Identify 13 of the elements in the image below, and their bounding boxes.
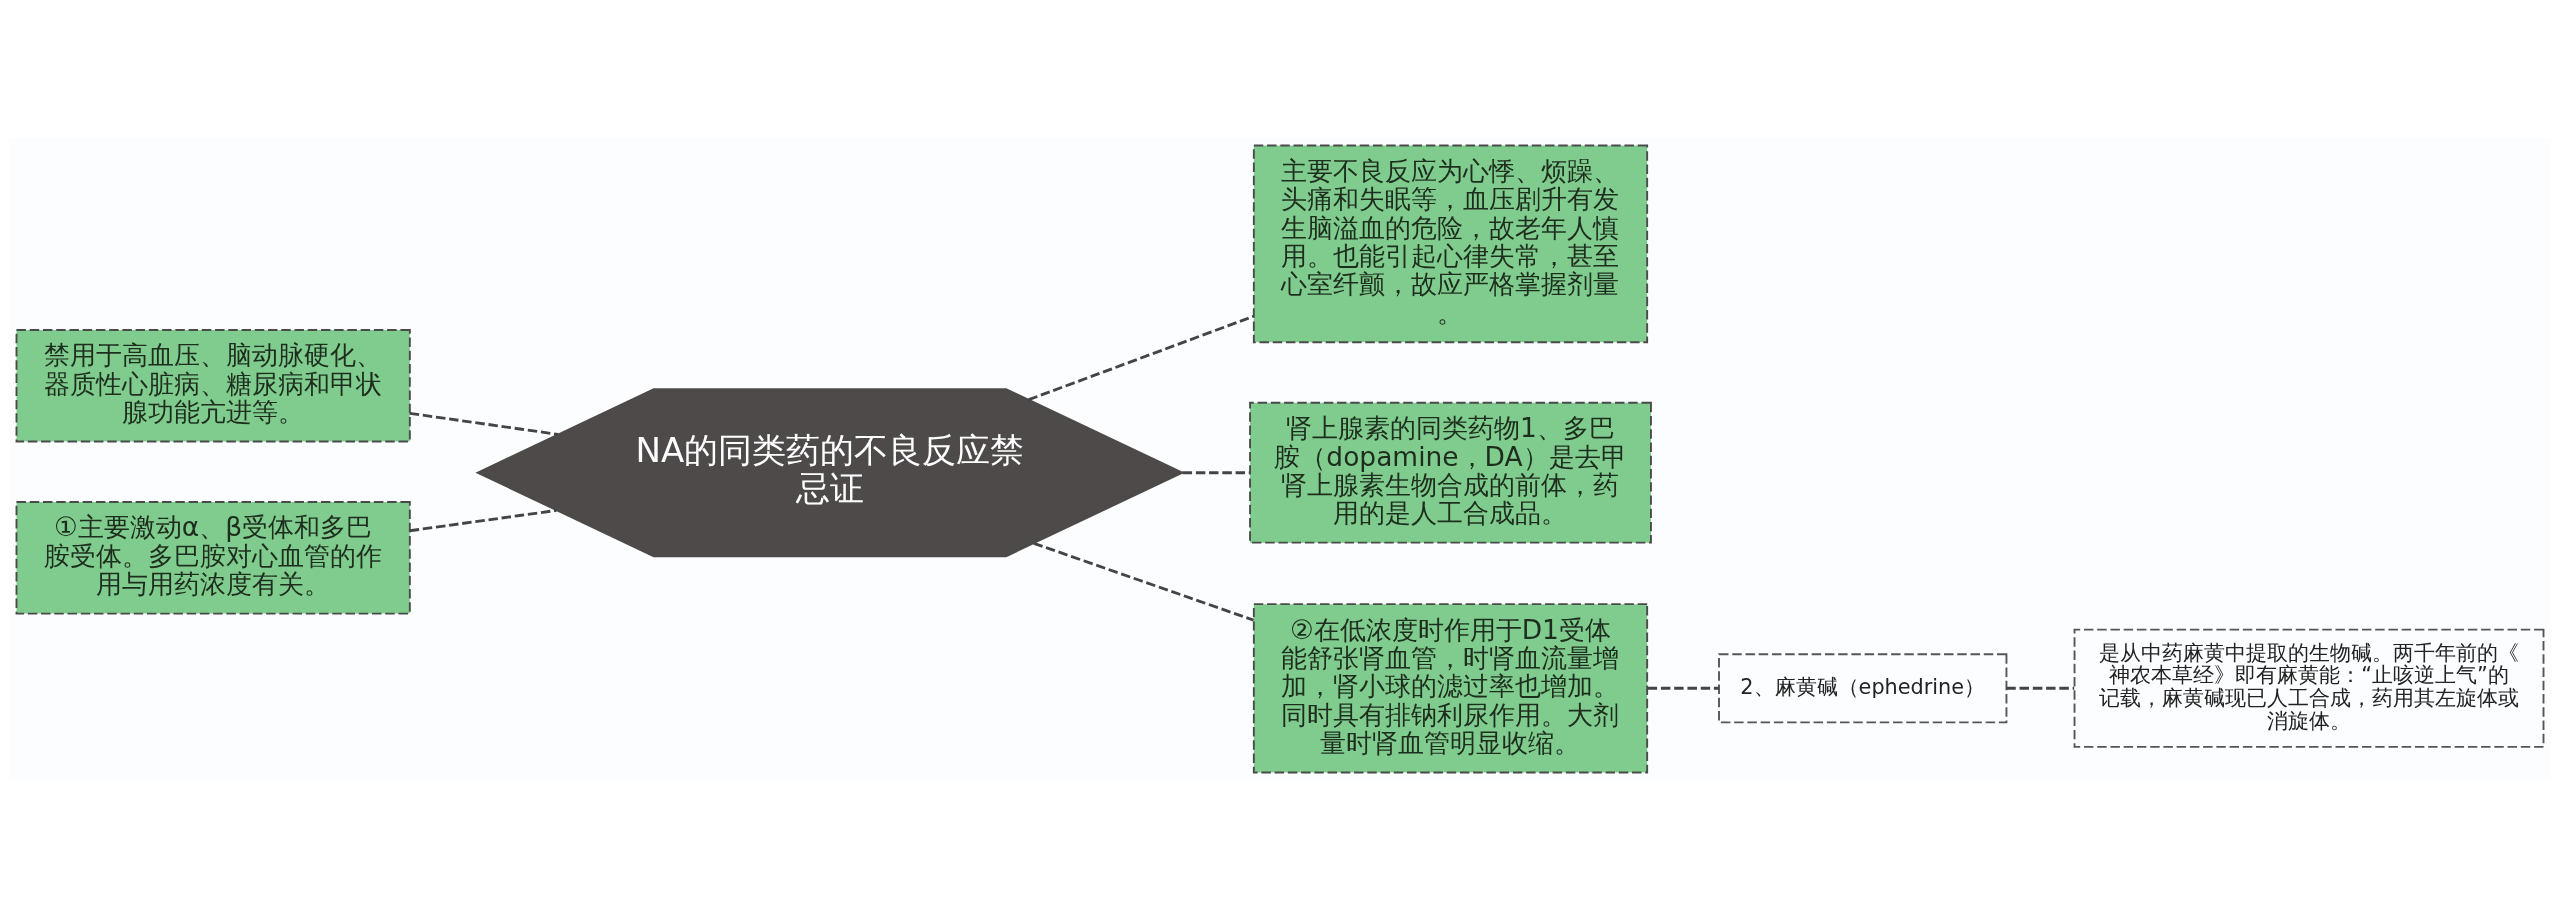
node-box: 是从中药麻黄中提取的生物碱。两千年前的《神农本草经》即有麻黄能：“止咳逆上气”的记载，麻黄碱现已人工合成，药用其左旋体或消旋体。 [2073, 628, 2545, 748]
node-box: 主要不良反应为心悸、烦躁、头痛和失眠等，血压剧升有发生脑溢血的危险，故老年人慎用。也能引起心律失常，甚至心室纤颤，故应严格掌握剂量。 [1252, 144, 1649, 343]
node-box: 2、麻黄碱（ephedrine） [1718, 652, 2008, 723]
connector [2006, 686, 2075, 690]
node-box: ②在低浓度时作用于D1受体能舒张肾血管，时肾血流量增加，肾小球的滤过率也增加。同时具有排钠利尿作用。大剂量时肾血管明显收缩。 [1252, 602, 1649, 773]
node-box: 肾上腺素的同类药物1、多巴胺（dopamine，DA）是去甲肾上腺素生物合成的前体，药用的是人工合成品。 [1249, 401, 1652, 544]
connector [1033, 541, 1254, 621]
connector [1028, 314, 1255, 401]
connector [409, 508, 557, 532]
connector [1647, 686, 1719, 690]
node-box: ①主要激动α、β受体和多巴胺受体。多巴胺对心血管的作用与用药浓度有关。 [15, 500, 411, 615]
connector [409, 411, 559, 436]
node-box: 禁用于高血压、脑动脉硬化、器质性心脏病、糖尿病和甲状腺功能亢进等。 [15, 328, 411, 442]
